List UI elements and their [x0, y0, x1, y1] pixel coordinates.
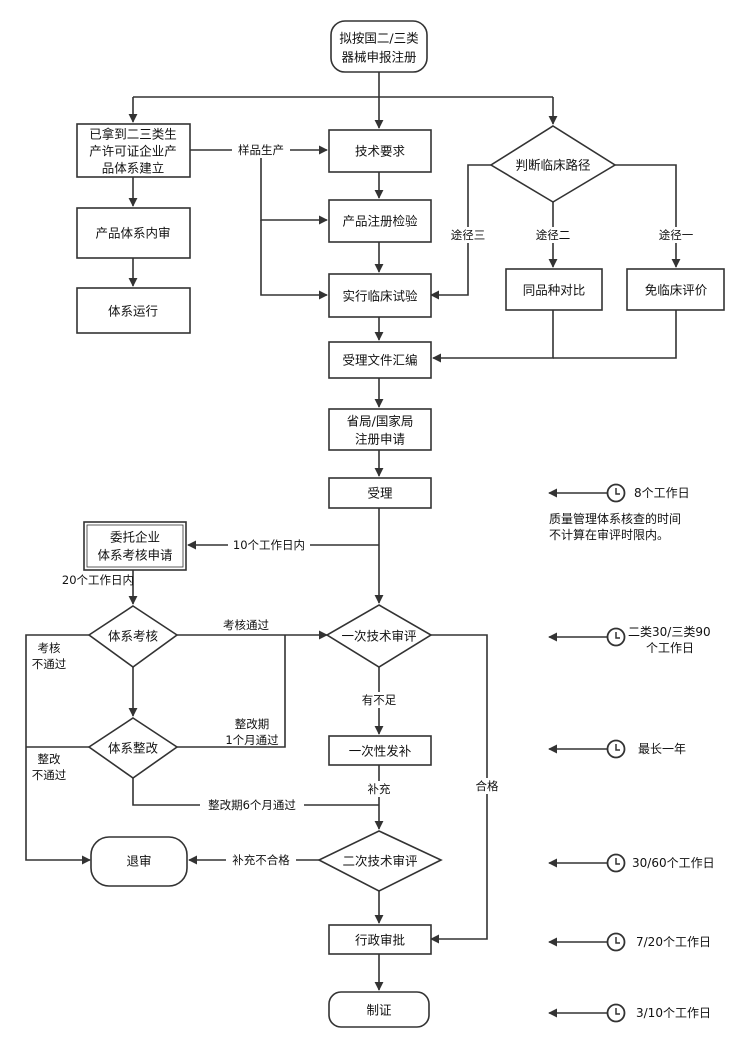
node-review1-label: 一次技术审评 [341, 629, 416, 644]
node-admin-approval-label: 行政审批 [355, 933, 405, 948]
node-doc-compile: 受理文件汇编 [328, 341, 432, 379]
node-admin-approval: 行政审批 [328, 924, 432, 955]
node-internal-audit: 产品体系内审 [76, 207, 191, 259]
node-supplement: 一次性发补 [328, 735, 432, 766]
label-exam-fail-line1: 考核 [38, 641, 61, 655]
nodes: 拟按国二/三类 器械申报注册 已拿到二三类生 产许可证企业产 品体系建立 产品体… [76, 20, 725, 1028]
node-license: 已拿到二三类生 产许可证企业产 品体系建立 [76, 123, 191, 178]
node-exempt-eval-label: 免临床评价 [645, 283, 708, 298]
label-route2: 途径二 [536, 228, 571, 242]
edge-labels: 样品生产 途径三 途径二 途径一 10个工作日内 20个工作日内 考核通过 考核… [32, 142, 696, 868]
node-accept: 受理 [328, 477, 432, 509]
node-entrust-line1: 委托企业 [110, 530, 160, 545]
node-apply-line1: 省局/国家局 [347, 414, 414, 429]
node-entrust-line2: 体系考核申请 [97, 548, 172, 563]
clock-icon [606, 932, 626, 952]
node-license-line1: 已拿到二三类生 [89, 127, 177, 142]
node-reject-label: 退审 [126, 854, 151, 869]
node-same-compare-label: 同品种对比 [523, 283, 586, 298]
edge-exempt-doc [553, 310, 677, 359]
node-clinical-path: 判断临床路径 [489, 125, 617, 203]
label-exam-pass: 考核通过 [223, 618, 269, 632]
clock-icon [606, 483, 626, 503]
node-accept-label: 受理 [367, 486, 393, 501]
node-apply-line2: 注册申请 [355, 432, 405, 447]
node-apply: 省局/国家局 注册申请 [328, 408, 432, 451]
node-clinical-trial: 实行临床试验 [328, 273, 432, 318]
timeline-text-2-line2: 个工作日 [646, 641, 694, 655]
node-sys-rectify-label: 体系整改 [108, 741, 159, 756]
timeline-row-1: 8个工作日 [548, 483, 690, 503]
label-rectify-fail-line2: 不通过 [32, 768, 67, 782]
node-license-line2: 产许可证企业产 [89, 144, 177, 159]
note-line1: 质量管理体系核查的时间 [549, 511, 681, 526]
timeline-text-2-line1: 二类30/三类90 [628, 625, 711, 639]
node-reject: 退审 [90, 836, 188, 887]
timeline-text-3: 最长一年 [638, 742, 686, 756]
timeline-text-4: 30/60个工作日 [632, 856, 715, 870]
label-insufficient: 有不足 [362, 693, 397, 707]
edge-sample-regtest [260, 150, 328, 225]
clock-icon [606, 627, 626, 647]
label-pass: 合格 [476, 779, 499, 793]
label-rectify-6month: 整改期6个月通过 [208, 798, 296, 812]
label-rectify-1month-line2: 1个月通过 [225, 733, 279, 747]
node-certify-label: 制证 [366, 1003, 392, 1018]
node-tech-req: 技术要求 [328, 129, 432, 173]
label-rectify-1month-line1: 整改期 [235, 717, 270, 731]
label-route3: 途径三 [451, 228, 486, 242]
timeline-row-2: 二类30/三类90 个工作日 [548, 625, 711, 655]
clock-icon [606, 1003, 626, 1023]
clock-icon [606, 853, 626, 873]
node-certify: 制证 [328, 991, 430, 1028]
node-internal-audit-label: 产品体系内审 [95, 226, 170, 241]
node-sys-exam-label: 体系考核 [108, 629, 159, 644]
node-sys-exam: 体系考核 [87, 605, 179, 668]
edge-sample-clinical [260, 220, 328, 300]
timeline: 8个工作日 质量管理体系核查的时间 不计算在审评时限内。 二类30/三类90 个… [548, 483, 715, 1023]
node-entrust: 委托企业 体系考核申请 [83, 521, 187, 571]
timeline-text-6: 3/10个工作日 [636, 1006, 711, 1020]
label-rectify-fail-line1: 整改 [38, 752, 61, 766]
timeline-text-5: 7/20个工作日 [636, 935, 711, 949]
label-twenty-days: 20个工作日内 [62, 573, 134, 587]
label-exam-fail-line2: 不通过 [32, 657, 67, 671]
node-review1: 一次技术审评 [325, 604, 433, 668]
node-review2-label: 二次技术审评 [342, 854, 417, 869]
node-doc-compile-label: 受理文件汇编 [342, 353, 417, 368]
clock-icon [606, 739, 626, 759]
label-route1: 途径一 [659, 228, 694, 242]
timeline-row-5: 7/20个工作日 [548, 932, 711, 952]
node-system-run: 体系运行 [76, 287, 191, 334]
edge-route1 [615, 164, 681, 268]
node-same-compare: 同品种对比 [505, 268, 603, 311]
timeline-row-3: 最长一年 [548, 739, 686, 759]
node-exempt-eval: 免临床评价 [626, 268, 725, 311]
node-tech-req-label: 技术要求 [355, 144, 406, 159]
node-start: 拟按国二/三类 器械申报注册 [330, 20, 428, 73]
node-license-line3: 品体系建立 [102, 161, 165, 176]
node-review2: 二次技术审评 [317, 830, 443, 892]
node-start-line2: 器械申报注册 [341, 50, 416, 65]
node-sys-rectify: 体系整改 [87, 717, 179, 779]
node-clinical-path-label: 判断临床路径 [515, 158, 590, 173]
label-supplement-submit: 补充 [368, 782, 391, 796]
node-clinical-trial-label: 实行临床试验 [342, 289, 418, 304]
edge-compare-doc [432, 310, 554, 363]
label-supplement-fail: 补充不合格 [232, 853, 290, 867]
node-system-run-label: 体系运行 [108, 304, 158, 319]
label-ten-days: 10个工作日内 [233, 538, 305, 552]
note-line2: 不计算在审评时限内。 [549, 527, 669, 542]
timeline-row-6: 3/10个工作日 [548, 1003, 711, 1023]
timeline-row-4: 30/60个工作日 [548, 853, 715, 873]
timeline-text-1: 8个工作日 [634, 486, 690, 500]
edge-rectify-1month [177, 635, 286, 748]
node-reg-test: 产品注册检验 [328, 199, 432, 243]
label-sample-production: 样品生产 [238, 143, 284, 157]
node-reg-test-label: 产品注册检验 [342, 214, 418, 229]
node-supplement-label: 一次性发补 [349, 744, 412, 759]
node-start-line1: 拟按国二/三类 [339, 31, 419, 46]
